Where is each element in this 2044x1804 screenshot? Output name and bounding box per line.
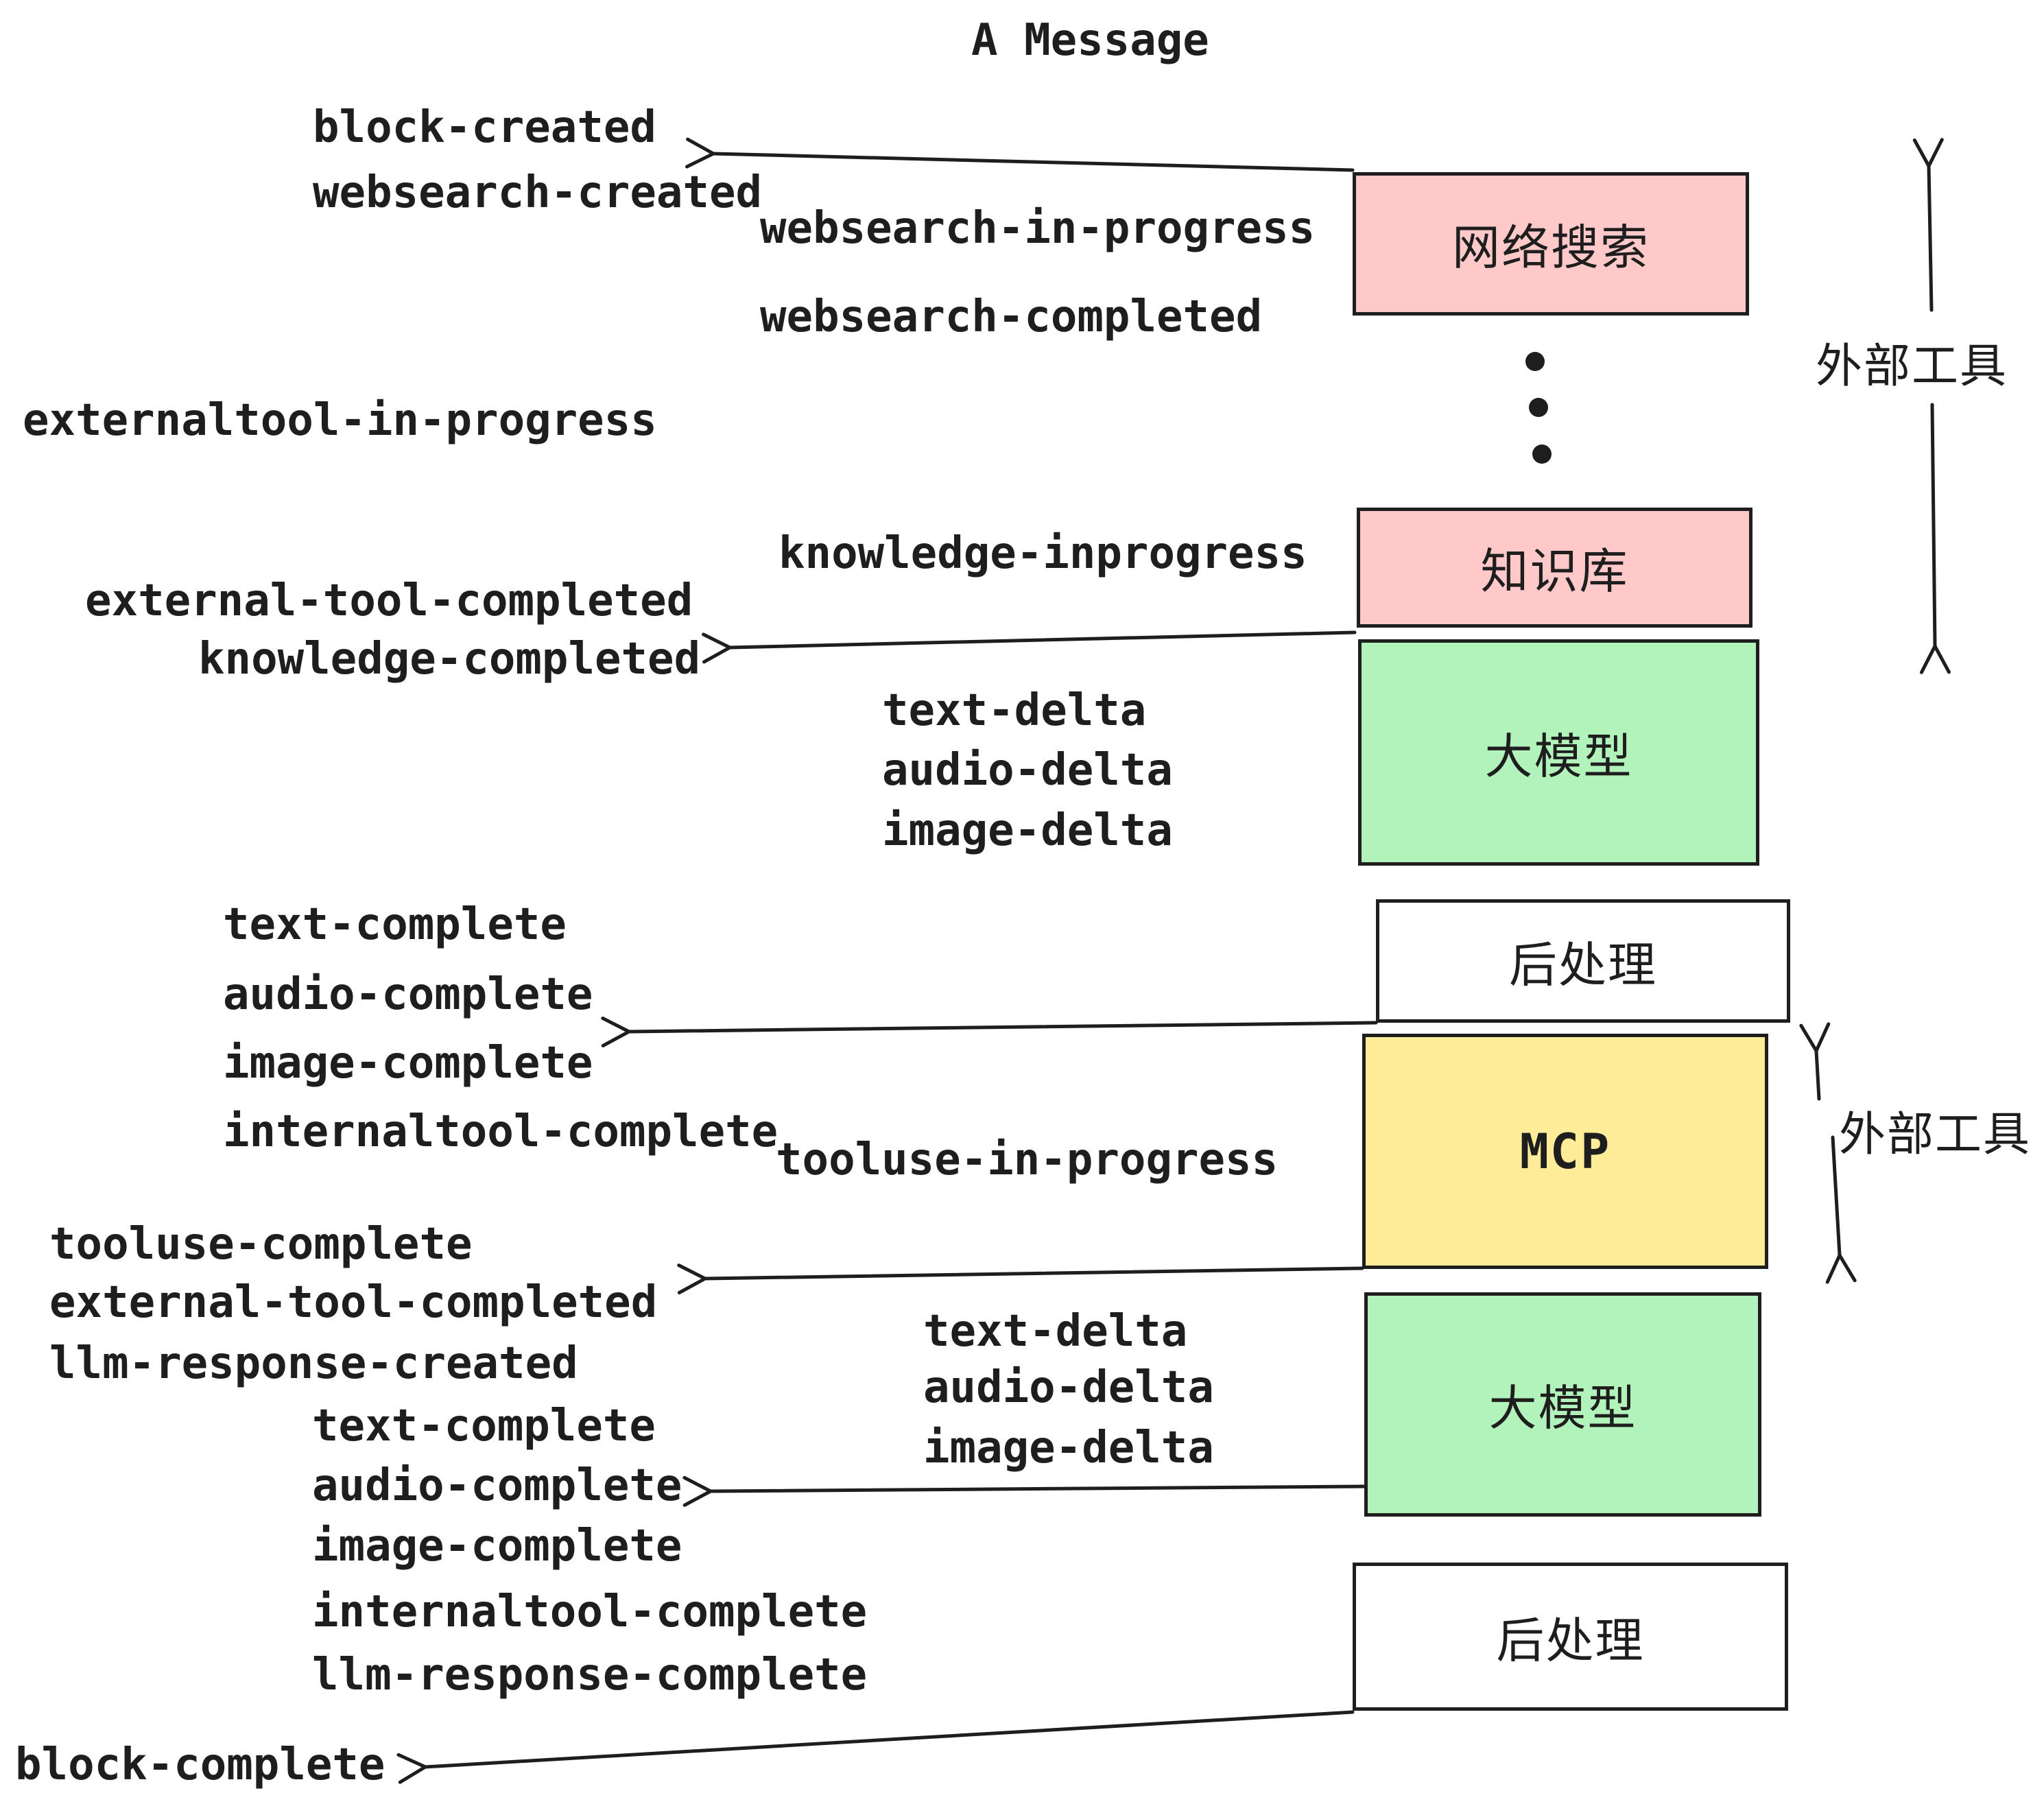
event-websearch-completed: websearch-completed — [760, 292, 1263, 342]
external-tools-up-arrow-2 — [1799, 1022, 1831, 1101]
box-llm-2: 大模型 — [1364, 1292, 1761, 1517]
event-externaltool-in-progress: externaltool-in-progress — [23, 395, 657, 446]
event-internaltool-complete-1: internaltool-complete — [223, 1106, 779, 1157]
external-tools-label-1: 外部工具 — [1816, 340, 2008, 392]
event-external-tool-completed-1: external-tool-completed — [85, 575, 693, 626]
box-knowledge: 知识库 — [1357, 508, 1752, 628]
event-text-delta-2: text-delta — [923, 1306, 1188, 1357]
external-tools-down-arrow-2 — [1825, 1135, 1857, 1284]
box-llm-1: 大模型 — [1358, 639, 1759, 866]
arrow-to-block-complete — [396, 1710, 1355, 1784]
event-image-delta-2: image-delta — [923, 1423, 1214, 1473]
event-block-complete: block-complete — [15, 1740, 385, 1790]
event-external-tool-completed-2: external-tool-completed — [49, 1277, 658, 1328]
box-knowledge-label: 知识库 — [1480, 545, 1629, 598]
box-postprocess-2: 后处理 — [1353, 1563, 1788, 1711]
event-llm-response-complete: llm-response-complete — [312, 1650, 868, 1700]
event-audio-delta-1: audio-delta — [882, 745, 1173, 796]
box-postprocess-1: 后处理 — [1376, 899, 1790, 1023]
event-llm-response-created: llm-response-created — [49, 1338, 578, 1389]
arrow-to-websearch-created — [685, 137, 1355, 172]
event-image-complete-1: image-complete — [223, 1038, 593, 1089]
box-mcp-label: MCP — [1519, 1123, 1611, 1180]
external-tools-label-2: 外部工具 — [1839, 1108, 2032, 1161]
external-tools-up-arrow-1 — [1912, 138, 1944, 312]
event-websearch-in-progress: websearch-in-progress — [760, 203, 1316, 254]
event-text-delta-1: text-delta — [882, 685, 1147, 736]
arrow-to-image-complete — [601, 1016, 1378, 1047]
diagram-title: A Message — [971, 15, 1209, 66]
event-image-complete-2: image-complete — [312, 1521, 682, 1571]
event-block-created: block-created — [313, 102, 656, 153]
event-knowledge-inprogress: knowledge-inprogress — [779, 528, 1307, 579]
event-websearch-created: websearch-created — [313, 167, 763, 218]
box-postprocess-1-label: 后处理 — [1509, 938, 1657, 992]
box-llm-2-label: 大模型 — [1488, 1381, 1637, 1435]
event-audio-complete-1: audio-complete — [223, 969, 593, 1020]
event-image-delta-1: image-delta — [882, 805, 1173, 856]
external-tools-down-arrow-1 — [1919, 403, 1951, 674]
ellipsis-dots — [1525, 352, 1552, 464]
event-audio-complete-2: audio-complete — [312, 1460, 682, 1511]
event-audio-delta-2: audio-delta — [923, 1362, 1214, 1413]
box-websearch: 网络搜索 — [1353, 172, 1749, 316]
event-text-complete-1: text-complete — [223, 899, 567, 950]
event-internaltool-complete-2: internaltool-complete — [312, 1587, 868, 1637]
arrow-to-audio-complete — [682, 1475, 1366, 1507]
event-tooluse-in-progress: tooluse-in-progress — [776, 1135, 1279, 1185]
event-knowledge-completed: knowledge-completed — [198, 634, 701, 685]
box-mcp: MCP — [1362, 1034, 1768, 1269]
event-tooluse-complete: tooluse-complete — [49, 1219, 473, 1270]
arrow-to-knowledge-completed — [702, 630, 1357, 664]
box-llm-1-label: 大模型 — [1484, 729, 1633, 783]
box-postprocess-2-label: 后处理 — [1496, 1613, 1645, 1667]
arrow-to-external-tool-completed — [677, 1263, 1364, 1295]
event-text-complete-2: text-complete — [312, 1401, 656, 1451]
box-websearch-label: 网络搜索 — [1452, 221, 1650, 274]
